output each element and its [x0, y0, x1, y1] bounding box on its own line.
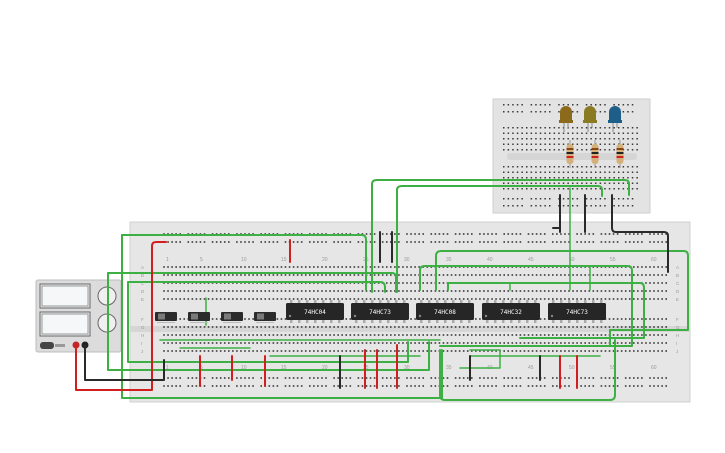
column-number-top: 5	[200, 257, 203, 263]
chip-label: 74HC73	[369, 309, 391, 316]
column-number-top: 55	[610, 257, 616, 263]
column-number-top: 20	[322, 257, 328, 263]
slide-switch[interactable]	[188, 312, 210, 323]
chip-label: 74HC73	[566, 309, 588, 316]
row-letter: H	[676, 333, 679, 338]
column-number-top: 60	[651, 257, 657, 263]
column-number-top: 40	[487, 257, 493, 263]
column-number-bottom: 20	[322, 365, 328, 371]
row-letter: C	[676, 281, 680, 286]
column-number-top: 35	[446, 257, 452, 263]
leds	[559, 106, 622, 132]
row-letter: I	[676, 341, 677, 346]
row-letter: A	[141, 265, 144, 270]
row-letter: J	[141, 349, 143, 354]
row-letter: D	[141, 289, 145, 294]
ic-chip[interactable]: 74HC73	[351, 300, 409, 323]
wires	[75, 179, 689, 401]
resistor[interactable]	[566, 140, 574, 168]
row-letter: F	[676, 317, 679, 322]
column-number-top: 45	[528, 257, 534, 263]
column-number-bottom: 30	[404, 365, 410, 371]
column-number-bottom: 10	[241, 365, 247, 371]
column-number-top: 10	[241, 257, 247, 263]
row-letter: E	[676, 297, 679, 302]
row-letter: D	[676, 289, 680, 294]
slide-switch[interactable]	[155, 312, 177, 323]
row-letter: G	[141, 325, 145, 330]
row-letter: A	[676, 265, 679, 270]
ic-chip[interactable]: 74HC04	[286, 300, 344, 323]
led[interactable]	[559, 106, 573, 132]
led[interactable]	[583, 106, 597, 132]
row-letter: J	[676, 349, 678, 354]
resistor[interactable]	[591, 140, 599, 168]
column-number-bottom: 1	[166, 365, 169, 371]
row-letter: H	[141, 333, 144, 338]
row-letter: F	[141, 317, 144, 322]
column-number-top: 1	[166, 257, 169, 263]
resistor[interactable]	[616, 140, 624, 168]
chip-label: 74HC08	[434, 309, 456, 316]
ic-chip[interactable]: 74HC73	[548, 300, 606, 323]
slide-switch[interactable]	[254, 312, 276, 323]
ic-chip[interactable]: 74HC08	[416, 300, 474, 323]
power-supply[interactable]	[35, 279, 122, 353]
chip-label: 74HC04	[304, 309, 326, 316]
row-letter: E	[141, 297, 144, 302]
ic-chips: 74HC04 74HC73 74HC08 74HC32 74HC73	[286, 300, 606, 323]
led[interactable]	[608, 106, 622, 132]
resistors	[566, 140, 624, 168]
row-letter: I	[141, 341, 142, 346]
ic-chip[interactable]: 74HC32	[482, 300, 540, 323]
column-number-bottom: 15	[281, 365, 287, 371]
column-number-top: 30	[404, 257, 410, 263]
column-number-bottom: 5	[200, 365, 203, 371]
column-number-bottom: 50	[569, 365, 575, 371]
column-number-bottom: 35	[446, 365, 452, 371]
slide-switch[interactable]	[221, 312, 243, 323]
row-letter: B	[676, 273, 679, 278]
column-number-top: 15	[281, 257, 287, 263]
column-number-top: 50	[569, 257, 575, 263]
column-number-bottom: 45	[528, 365, 534, 371]
slide-switches	[155, 312, 276, 323]
chip-label: 74HC32	[500, 309, 522, 316]
power-switch[interactable]	[40, 342, 54, 349]
column-number-bottom: 60	[651, 365, 657, 371]
column-number-bottom: 55	[610, 365, 616, 371]
row-letter: G	[676, 325, 680, 330]
row-letter: B	[141, 273, 144, 278]
row-letter: C	[141, 281, 145, 286]
